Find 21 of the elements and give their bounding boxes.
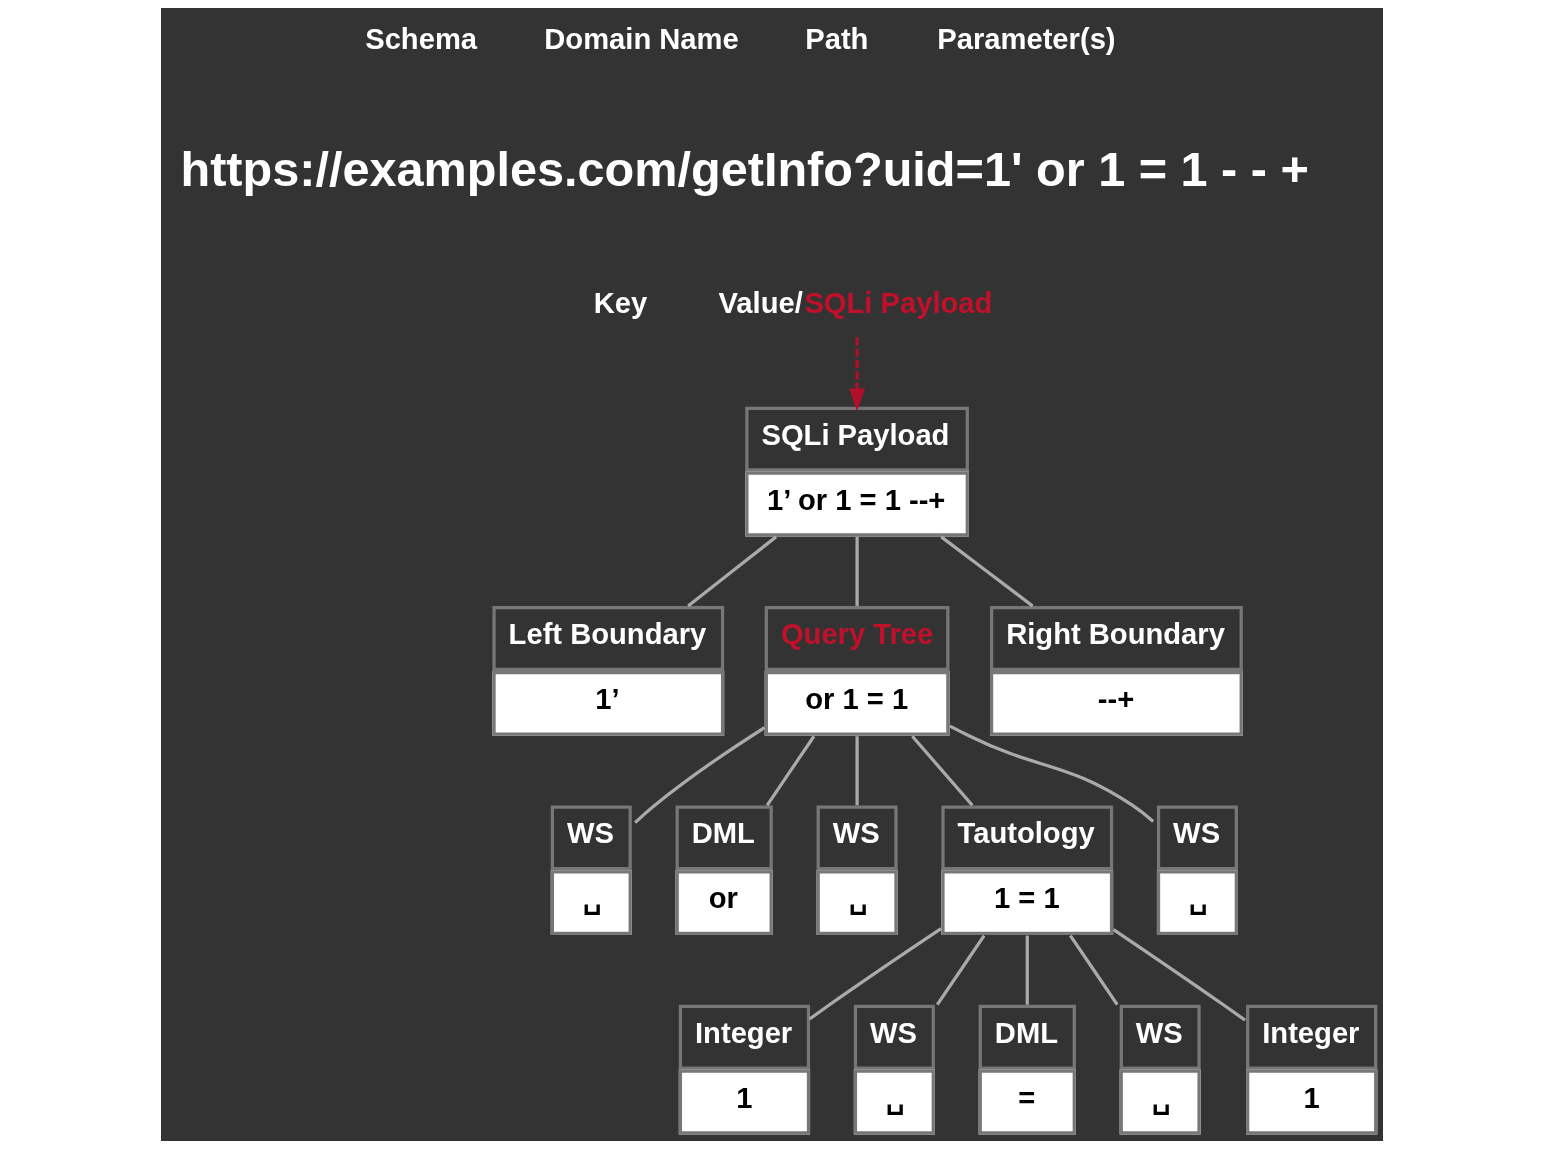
arrow xyxy=(848,337,865,412)
node-text: Value/SQLi Payload xyxy=(718,287,992,320)
label: Schema xyxy=(364,23,477,56)
label: Path xyxy=(804,23,868,56)
connector xyxy=(935,934,985,1006)
connector xyxy=(686,535,777,608)
connector xyxy=(808,927,942,1021)
connector xyxy=(633,726,765,824)
connector xyxy=(1112,928,1246,1022)
label: Parameter(s) xyxy=(936,23,1116,56)
connector xyxy=(1025,935,1029,1005)
label: Domain Name xyxy=(543,23,739,56)
connector xyxy=(854,736,859,806)
connector xyxy=(1068,934,1119,1006)
connector xyxy=(854,536,859,606)
connector xyxy=(765,735,815,807)
label: https://examples.com/getInfo?uid=1' or 1 = 1 - - + xyxy=(179,142,1309,197)
connector xyxy=(948,724,1154,823)
connector xyxy=(939,535,1034,608)
label: Key xyxy=(593,287,647,320)
connector xyxy=(910,735,973,807)
